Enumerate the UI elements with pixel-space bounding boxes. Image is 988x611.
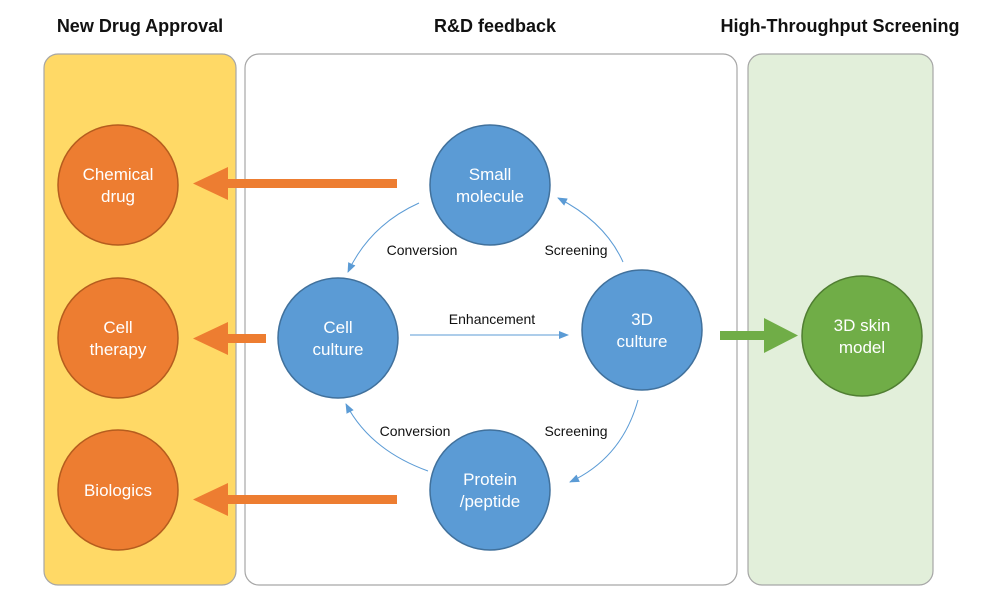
node-cell-therapy-line2: therapy xyxy=(90,340,147,359)
arrow-small-molecule-to-chemical-drug xyxy=(193,167,397,200)
node-small-molecule-line2: molecule xyxy=(456,187,524,206)
node-3d-culture-line2: culture xyxy=(616,332,667,351)
node-chemical-drug-line1: Chemical xyxy=(83,165,154,184)
label-enhancement: Enhancement xyxy=(449,311,536,327)
node-biologics: Biologics xyxy=(57,429,179,551)
node-small-molecule-line1: Small xyxy=(469,165,512,184)
arrow-screening-bottom xyxy=(569,399,639,483)
label-screening-bottom: Screening xyxy=(544,423,607,439)
node-cell-culture-line1: Cell xyxy=(323,318,352,337)
node-chemical-drug: Chemical drug xyxy=(57,124,179,246)
arrow-protein-to-biologics xyxy=(193,483,397,516)
node-3d-skin-model: 3D skin model xyxy=(801,275,923,397)
node-protein-peptide-line1: Protein xyxy=(463,470,517,489)
node-protein-peptide: Protein /peptide xyxy=(429,429,551,551)
label-conversion-top: Conversion xyxy=(387,242,458,258)
node-protein-peptide-line2: /peptide xyxy=(460,492,521,511)
node-cell-therapy-line1: Cell xyxy=(103,318,132,337)
heading-rnd-feedback: R&D feedback xyxy=(434,16,557,36)
label-conversion-bottom: Conversion xyxy=(380,423,451,439)
node-3d-skin-model-line1: 3D skin xyxy=(834,316,891,335)
arrow-conversion-bottom xyxy=(345,403,429,472)
node-cell-therapy: Cell therapy xyxy=(57,277,179,399)
node-3d-culture: 3D culture xyxy=(581,269,703,391)
node-cell-culture-line2: culture xyxy=(312,340,363,359)
node-3d-skin-model-line2: model xyxy=(839,338,885,357)
arrow-3d-culture-to-3d-skin-model xyxy=(720,318,798,353)
heading-new-drug-approval: New Drug Approval xyxy=(57,16,223,36)
node-chemical-drug-line2: drug xyxy=(101,187,135,206)
node-biologics-line1: Biologics xyxy=(84,481,152,500)
label-screening-top: Screening xyxy=(544,242,607,258)
node-small-molecule: Small molecule xyxy=(429,124,551,246)
node-cell-culture: Cell culture xyxy=(277,277,399,399)
arrow-screening-top xyxy=(557,197,624,263)
arrow-conversion-top xyxy=(347,202,420,273)
node-3d-culture-line1: 3D xyxy=(631,310,653,329)
heading-high-throughput-screening: High-Throughput Screening xyxy=(721,16,960,36)
arrow-cell-culture-to-cell-therapy xyxy=(193,322,266,355)
